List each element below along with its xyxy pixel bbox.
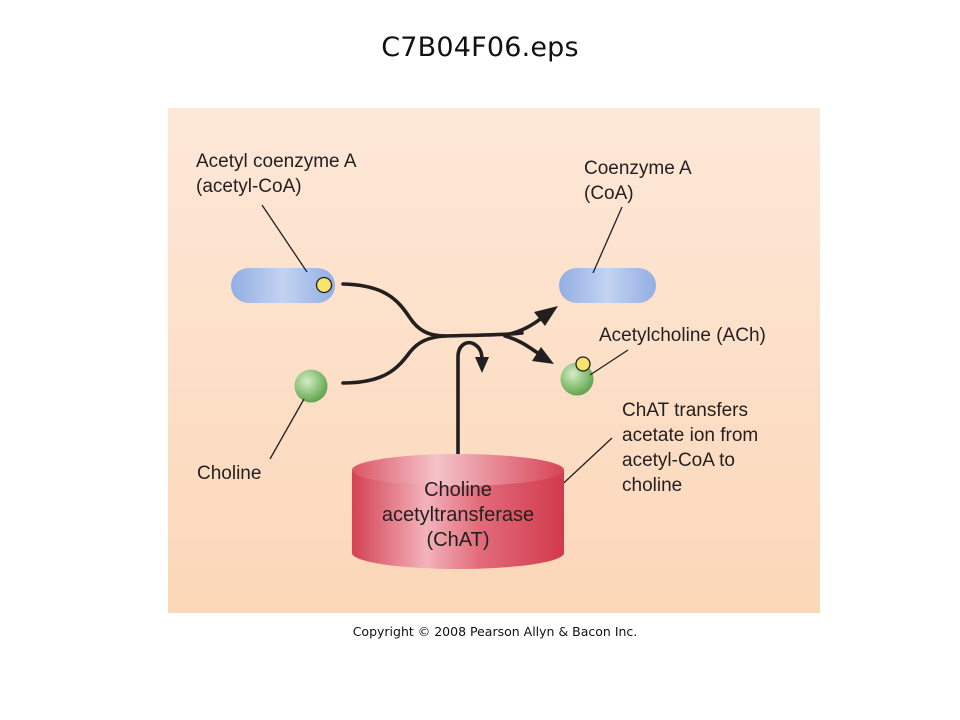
coa-label-line1: Coenzyme A [584, 158, 692, 179]
loop-arrow-head-icon [475, 357, 489, 373]
choline-leader [269, 398, 305, 460]
acetyl-coa-label-line1: Acetyl coenzyme A [196, 151, 357, 172]
ach-label: Acetylcholine (ACh) [599, 325, 766, 346]
chat-note-line1: ChAT transfers [622, 400, 748, 421]
chat-note-line4: choline [622, 475, 682, 496]
coa-output-line [503, 315, 545, 337]
coenzyme-a-capsule-icon [231, 268, 335, 303]
enzyme-label-line3: (ChAT) [427, 529, 490, 551]
chat-note-line3: acetyl-CoA to [622, 450, 735, 471]
acetyl-coa-molecule [231, 268, 335, 303]
reaction-arrows [341, 282, 545, 457]
enzyme-label-line2: acetyltransferase [382, 504, 534, 526]
arrowheads [475, 306, 558, 373]
choline-label: Choline [197, 463, 261, 484]
coa-leader [592, 206, 623, 274]
coenzyme-a-product-icon [559, 268, 656, 303]
acetyl-coa-leader [261, 204, 308, 273]
ach-leader [589, 349, 629, 376]
acetyl-coa-input-line [341, 282, 447, 338]
choline-sphere-icon [294, 369, 328, 403]
enzyme-label-line1: Choline [424, 479, 492, 501]
acetylcholine-acetyl-icon [575, 356, 591, 372]
copyright-notice: Copyright © 2008 Pearson Allyn & Bacon I… [352, 624, 638, 639]
acetyl-group-icon [315, 276, 333, 294]
enzyme-loop-line [456, 340, 484, 457]
acetylcholine-molecule [560, 356, 594, 396]
ach-arrow-head-icon [532, 347, 554, 364]
chat-enzyme-icon [352, 454, 564, 569]
leader-lines [261, 204, 629, 494]
coa-label-line2: (CoA) [584, 183, 634, 204]
acetyl-coa-label-line2: (acetyl-CoA) [196, 176, 302, 197]
chat-note-line2: acetate ion from [622, 425, 758, 446]
slide-title: C7B04F06.eps [381, 32, 579, 63]
coa-arrow-head-icon [534, 306, 558, 326]
choline-input-line [341, 334, 447, 385]
ach-output-line [503, 334, 540, 355]
